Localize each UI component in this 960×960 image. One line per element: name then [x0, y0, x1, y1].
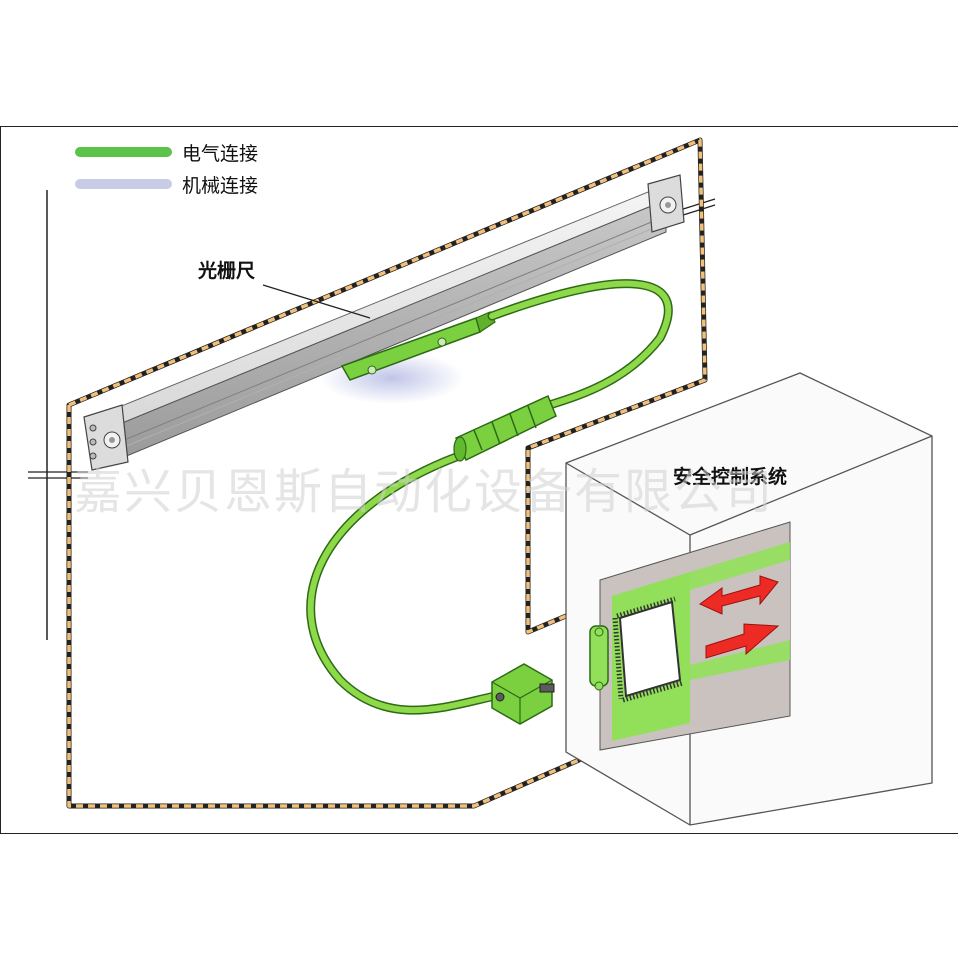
- electrical-cable: [487, 279, 673, 415]
- legend-electrical-label: 电气连接: [182, 143, 258, 165]
- scale-label-group: 光栅尺: [197, 259, 371, 319]
- diagram-frame: [0, 126, 958, 834]
- control-system-label: 安全控制系统: [673, 465, 787, 488]
- watermark: 嘉兴贝恩斯自动化设备有限公司: [74, 464, 774, 520]
- legend-mechanical-label: 机械连接: [182, 175, 258, 197]
- control-cabinet: [565, 372, 933, 826]
- double-arrow-icon: [699, 575, 780, 659]
- legend: 电气连接 机械连接: [75, 143, 258, 197]
- cable-connector-icon: [453, 394, 557, 462]
- scale-label: 光栅尺: [197, 259, 255, 282]
- electrical-cable-fill: [489, 280, 672, 413]
- electrical-cable-lower-fill: [307, 449, 503, 714]
- mounting-wall: [28, 190, 716, 640]
- dsub-connector-icon: [491, 663, 555, 725]
- chip-icon: [612, 596, 684, 703]
- dsub-socket-icon: [589, 625, 609, 691]
- linear-scale-icon: [83, 174, 685, 471]
